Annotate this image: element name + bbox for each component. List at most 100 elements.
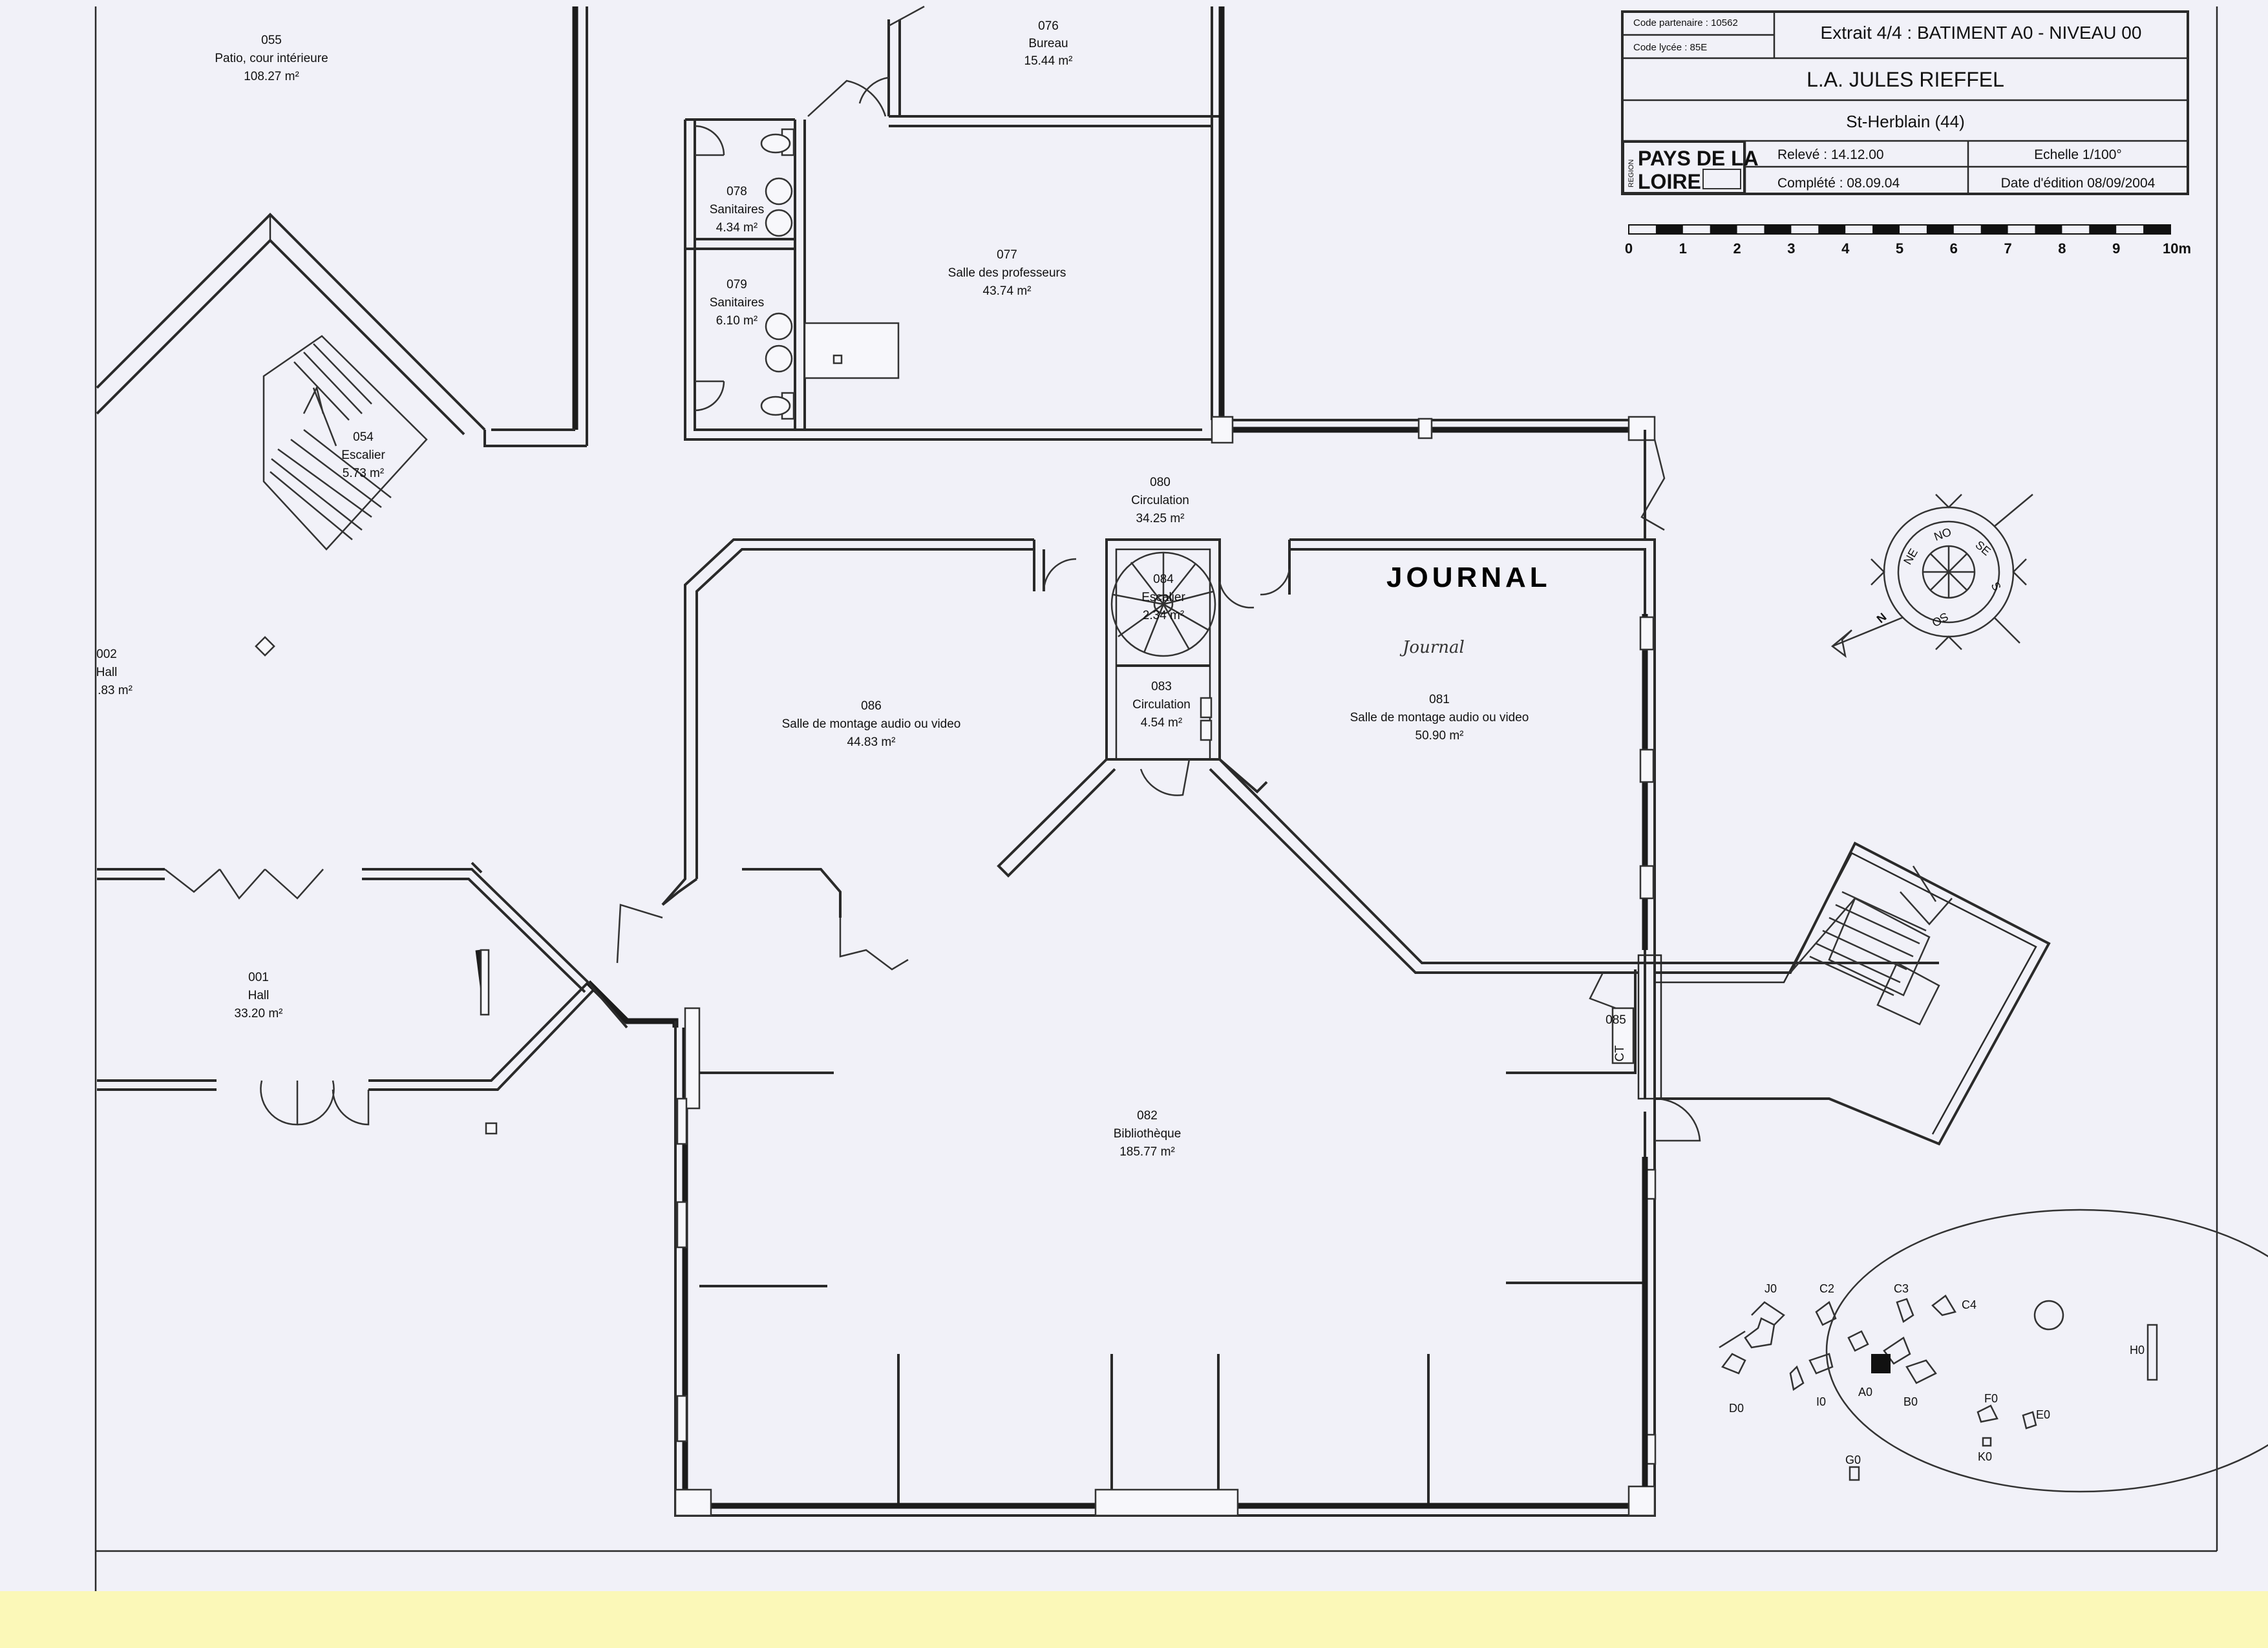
code-lycee: Code lycée : 85E bbox=[1633, 42, 1707, 53]
room-078-number: 078 bbox=[726, 185, 747, 198]
journal-small-annotation: Journal bbox=[1399, 638, 1465, 657]
site-i0: I0 bbox=[1816, 1395, 1826, 1408]
site-c2: C2 bbox=[1819, 1282, 1834, 1295]
stair-tower-east bbox=[1655, 841, 2051, 1146]
room-083-area: 4.54 m² bbox=[1141, 716, 1182, 730]
city: St-Herblain (44) bbox=[1846, 112, 1965, 131]
library-walls bbox=[674, 954, 1701, 1517]
room-001-name: Hall bbox=[248, 989, 270, 1002]
room-001-area: 33.20 m² bbox=[235, 1007, 283, 1020]
site-g0: G0 bbox=[1845, 1453, 1861, 1466]
compass-rose: N NE SE S SO NO bbox=[1830, 494, 2033, 658]
title-block: Code partenaire : 10562 Code lycée : 85E… bbox=[1621, 10, 2189, 195]
site-h0: H0 bbox=[2130, 1344, 2145, 1357]
scale-bar: 0 1 2 3 4 5 6 7 8 9 10m bbox=[1625, 224, 2191, 257]
room-001-number: 001 bbox=[248, 971, 269, 984]
region-logo: REGION PAYS DE LA LOIRE bbox=[1623, 142, 1759, 193]
complete-date: Complété : 08.09.04 bbox=[1777, 176, 1900, 191]
room-002-name: Hall bbox=[96, 666, 118, 679]
room-082-area: 185.77 m² bbox=[1119, 1145, 1175, 1159]
room-082-name: Bibliothèque bbox=[1114, 1127, 1182, 1141]
room-077-name: Salle des professeurs bbox=[948, 266, 1066, 280]
room-054-name: Escalier bbox=[341, 449, 385, 462]
room-084-number: 084 bbox=[1153, 573, 1174, 586]
room-078-area: 4.34 m² bbox=[716, 221, 758, 235]
scale-segment bbox=[1872, 225, 1900, 234]
scale-tick-label: 3 bbox=[1787, 240, 1795, 257]
site-b0: B0 bbox=[1903, 1395, 1918, 1408]
scale-text: Echelle 1/100° bbox=[2034, 147, 2122, 162]
central-walls bbox=[661, 430, 1939, 974]
room-002-area: .83 m² bbox=[98, 684, 132, 697]
scale-segment bbox=[1710, 225, 1737, 234]
compass-no-letter: NO bbox=[1933, 525, 1953, 544]
room-076-name: Bureau bbox=[1028, 37, 1068, 50]
room-083-number: 083 bbox=[1151, 680, 1172, 693]
scale-tick-label: 4 bbox=[1841, 240, 1850, 257]
room-077-number: 077 bbox=[997, 248, 1017, 262]
logo-emblem-icon bbox=[1702, 169, 1741, 189]
room-080-name: Circulation bbox=[1131, 494, 1189, 507]
room-055-area: 108.27 m² bbox=[244, 70, 299, 83]
room-081-name: Salle de montage audio ou video bbox=[1350, 711, 1529, 724]
site-c3: C3 bbox=[1894, 1282, 1909, 1295]
building-a0-marker bbox=[1871, 1354, 1891, 1373]
hall-walls bbox=[97, 636, 909, 1135]
site-f0: F0 bbox=[1984, 1392, 1998, 1405]
logo-region-text: REGION bbox=[1627, 160, 1635, 187]
room-076-area: 15.44 m² bbox=[1024, 54, 1073, 68]
site-plan: J0 C2 C3 C4 H0 D0 I0 A0 B0 F0 E0 G0 K0 bbox=[1719, 1209, 2268, 1493]
extract-title: Extrait 4/4 : BATIMENT A0 - NIVEAU 00 bbox=[1821, 23, 2142, 43]
room-079-name: Sanitaires bbox=[710, 296, 765, 310]
scale-segment bbox=[1980, 225, 2008, 234]
room-077-area: 43.74 m² bbox=[983, 284, 1032, 298]
scale-segment bbox=[2035, 225, 2062, 234]
room-055-number: 055 bbox=[261, 34, 282, 47]
room-079-number: 079 bbox=[726, 278, 747, 291]
scale-tick-label: 5 bbox=[1896, 240, 1903, 257]
logo-line2: LOIRE bbox=[1638, 170, 1701, 193]
room-084-name: Escalier bbox=[1141, 591, 1185, 604]
scale-segment bbox=[1818, 225, 1846, 234]
room-079-area: 6.10 m² bbox=[716, 314, 758, 328]
scale-tick-label: 0 bbox=[1625, 240, 1633, 257]
room-054-number: 054 bbox=[353, 430, 374, 444]
room-085-name: CT bbox=[1613, 1045, 1627, 1062]
room-081-area: 50.90 m² bbox=[1415, 729, 1464, 743]
scale-tick-label: 10m bbox=[2163, 240, 2191, 257]
site-a0: A0 bbox=[1858, 1386, 1872, 1399]
room-078-name: Sanitaires bbox=[710, 203, 765, 217]
edition-date: Date d'édition 08/09/2004 bbox=[2001, 176, 2156, 191]
releve-date: Relevé : 14.12.00 bbox=[1777, 147, 1884, 162]
room-055-name: Patio, cour intérieure bbox=[215, 52, 328, 65]
logo-line1: PAYS DE LA bbox=[1638, 147, 1759, 170]
scale-segment bbox=[1926, 225, 1954, 234]
staircase-054 bbox=[262, 335, 428, 551]
scale-segment bbox=[2089, 225, 2117, 234]
room-085-number: 085 bbox=[1606, 1013, 1626, 1027]
site-k0: K0 bbox=[1978, 1450, 1992, 1463]
room-086-number: 086 bbox=[861, 699, 882, 713]
sanitary-fixtures bbox=[694, 5, 925, 420]
room-083-name: Circulation bbox=[1132, 698, 1191, 712]
scale-tick-label: 8 bbox=[2058, 240, 2066, 257]
site-j0: J0 bbox=[1765, 1282, 1777, 1295]
scale-tick-label: 2 bbox=[1733, 240, 1741, 257]
scale-tick-label: 1 bbox=[1679, 240, 1687, 257]
room-002-number: 002 bbox=[96, 648, 117, 661]
scale-tick-label: 6 bbox=[1950, 240, 1958, 257]
patio-walls bbox=[96, 6, 588, 551]
room-081-number: 081 bbox=[1429, 693, 1450, 706]
site-e0: E0 bbox=[2036, 1408, 2050, 1421]
scale-segment bbox=[2143, 225, 2170, 234]
room-082-number: 082 bbox=[1137, 1109, 1158, 1123]
room-086-area: 44.83 m² bbox=[847, 735, 896, 749]
plan-sheet bbox=[0, 0, 2268, 1591]
journal-annotation: JOURNAL bbox=[1386, 562, 1551, 593]
room-080-area: 34.25 m² bbox=[1136, 512, 1185, 525]
site-c4: C4 bbox=[1962, 1298, 1977, 1311]
scale-tick-label: 7 bbox=[2004, 240, 2011, 257]
scale-tick-label: 9 bbox=[2112, 240, 2120, 257]
compass-se-letter: SE bbox=[1973, 538, 1993, 558]
